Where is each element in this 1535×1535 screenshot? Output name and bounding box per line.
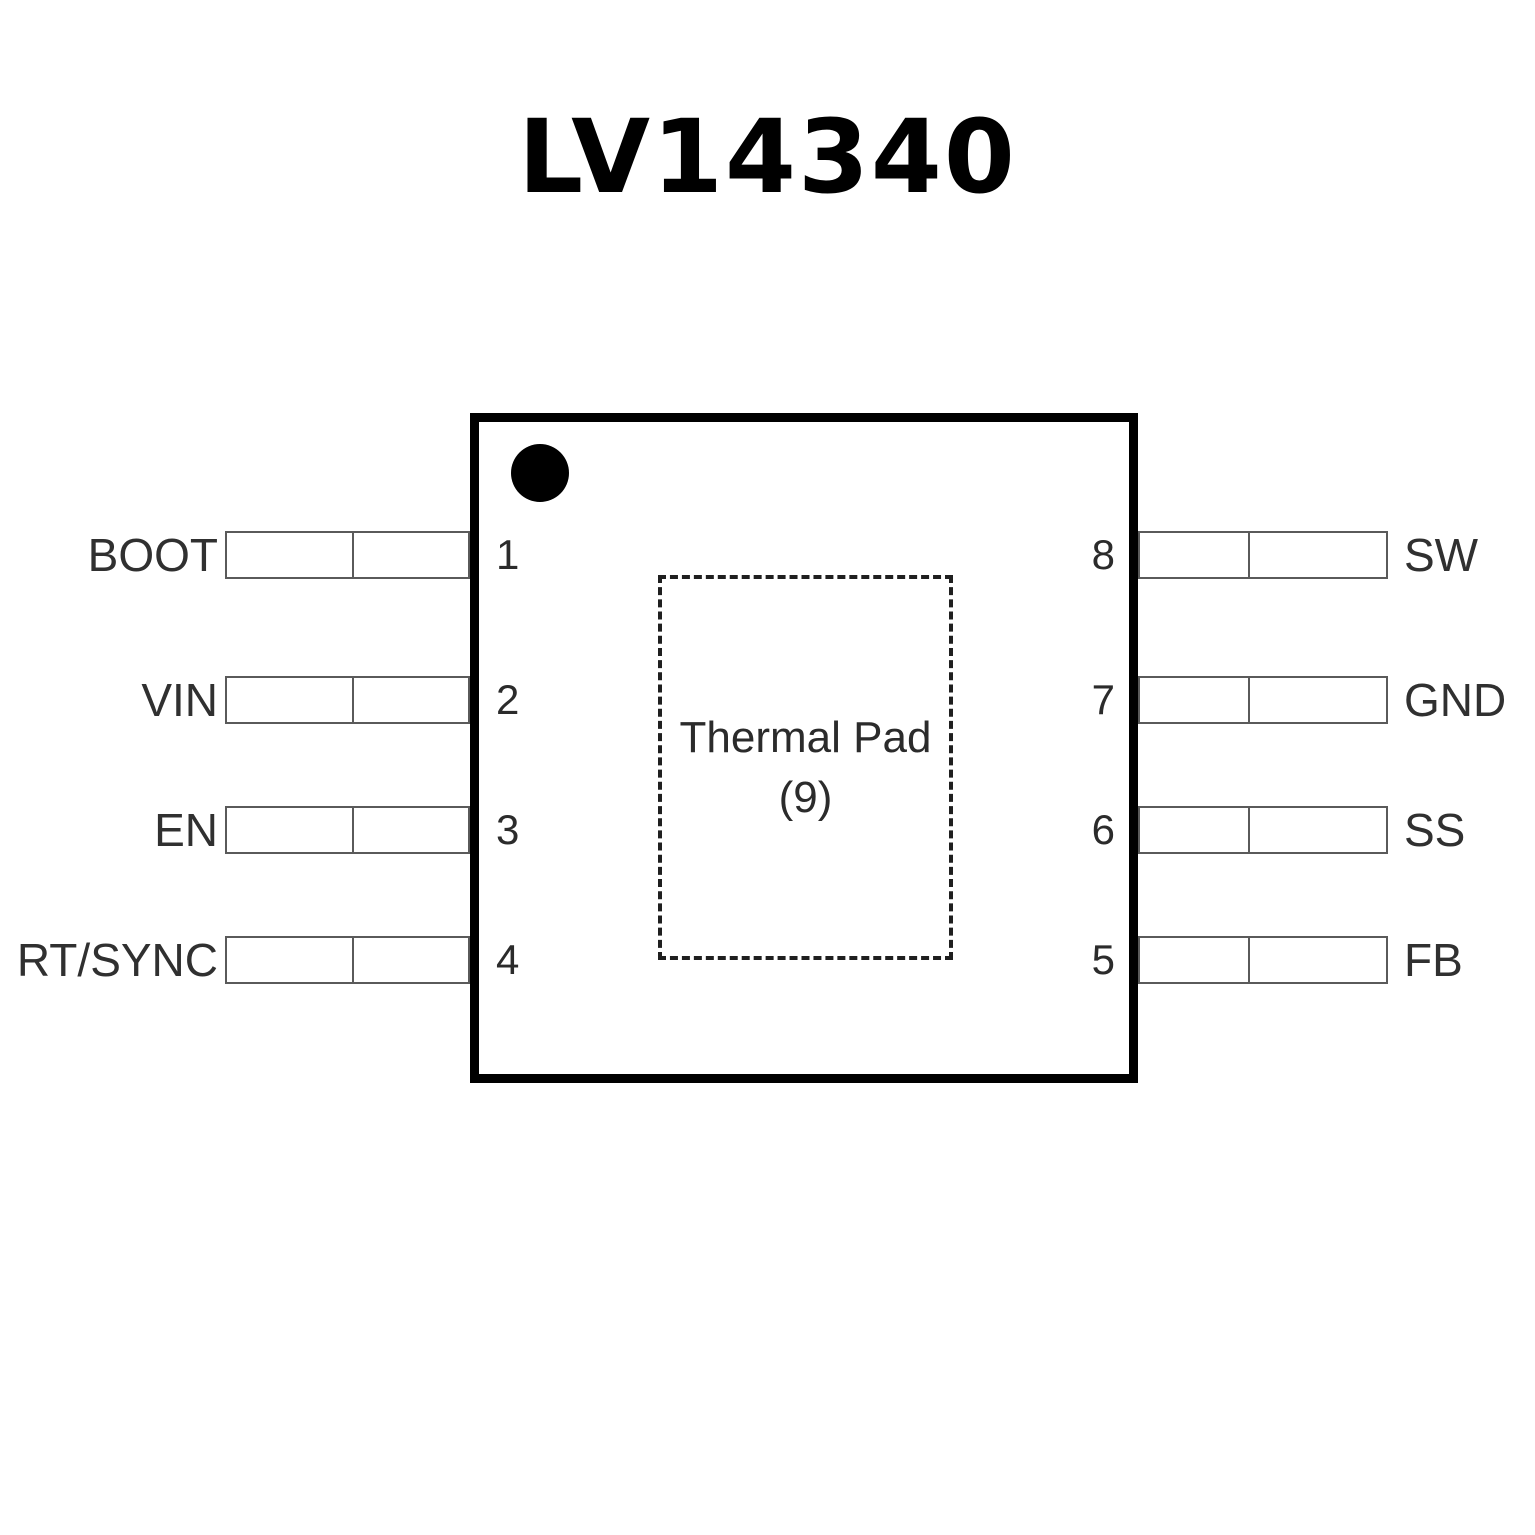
pin-number-1: 1: [496, 531, 520, 578]
pin-divider: [1248, 938, 1251, 982]
pin-number-2: 2: [496, 676, 520, 723]
pin-label-fb: FB: [1404, 934, 1463, 986]
pin-label-en: EN: [154, 804, 218, 856]
pin-divider: [352, 808, 355, 852]
pin1-indicator-dot: [511, 444, 569, 502]
pin-divider: [352, 938, 355, 982]
pin-number-3: 3: [496, 806, 520, 853]
pin-rect-gnd: [1138, 676, 1388, 724]
pin-divider: [1248, 533, 1251, 577]
thermal-pad-pin-number: (9): [778, 772, 833, 822]
thermal-pad: Thermal Pad (9): [658, 575, 953, 960]
pin-number-7: 7: [1091, 676, 1115, 723]
pin-rect-boot: [225, 531, 470, 579]
pin-number-5: 5: [1091, 936, 1115, 983]
pin-rect-vin: [225, 676, 470, 724]
pin-number-8: 8: [1091, 531, 1115, 578]
pin-divider: [352, 533, 355, 577]
pin-label-boot: BOOT: [87, 529, 218, 581]
pin-label-sw: SW: [1404, 529, 1479, 581]
pin-rect-fb: [1138, 936, 1388, 984]
pin-divider: [1248, 808, 1251, 852]
pin-label-vin: VIN: [141, 674, 218, 726]
page-title: LV14340: [518, 98, 1017, 217]
thermal-pad-label: Thermal Pad: [679, 713, 932, 763]
pin-number-6: 6: [1091, 806, 1115, 853]
pin-rect-en: [225, 806, 470, 854]
pin-label-ss: SS: [1404, 804, 1466, 856]
pin-rect-ss: [1138, 806, 1388, 854]
pin-label-gnd: GND: [1404, 674, 1507, 726]
pin-number-4: 4: [496, 936, 520, 983]
chip-body: [470, 413, 1138, 1083]
pin-label-rtsync: RT/SYNC: [16, 934, 218, 986]
pin-rect-sw: [1138, 531, 1388, 579]
pin-divider: [352, 678, 355, 722]
pin-divider: [1248, 678, 1251, 722]
pin-rect-rtsync: [225, 936, 470, 984]
